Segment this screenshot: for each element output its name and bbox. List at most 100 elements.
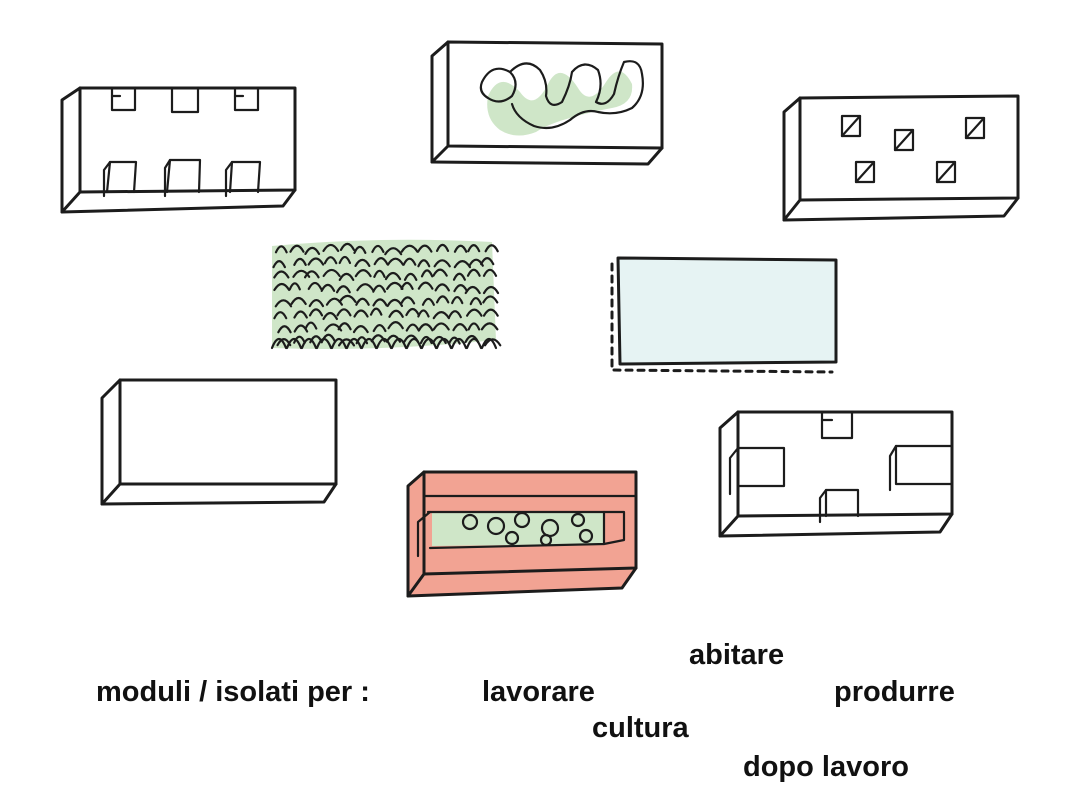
canopy-scribble <box>466 268 481 277</box>
canopy-scribble <box>323 256 338 265</box>
canopy-scribble <box>285 337 303 350</box>
canopy-scribble <box>289 244 305 253</box>
canopy-scribble <box>354 258 371 268</box>
canopy-scribble <box>373 257 389 266</box>
canopy-scribble <box>435 243 450 253</box>
canopy-scribble <box>322 243 340 253</box>
canopy-scribble <box>273 270 290 279</box>
canopy-scribble <box>353 245 367 254</box>
canopy-scribble <box>325 297 344 306</box>
module-window-block <box>782 94 1020 222</box>
modules-sketch <box>60 40 1020 598</box>
canopy-scribble <box>315 337 333 350</box>
canopy-scribble <box>467 322 481 331</box>
canopy-scribble <box>304 246 321 255</box>
canopy-scribble <box>420 337 438 350</box>
canopy-scribble <box>482 285 500 295</box>
canopy-scribble <box>338 272 355 281</box>
canopy-scribble <box>405 307 420 317</box>
canopy-scribble <box>293 324 309 333</box>
canopy-scribble <box>450 337 468 350</box>
canopy-scribble <box>431 335 447 345</box>
canopy-scribble <box>419 335 433 345</box>
canopy-scribble <box>355 297 370 306</box>
canopy-scribble <box>320 283 336 292</box>
canopy-scribble <box>371 244 385 254</box>
canopy-scribble <box>303 270 320 279</box>
canopy-scribble <box>293 335 306 344</box>
canopy-scribble <box>465 308 483 317</box>
canopy-scribble <box>339 242 356 251</box>
canopy-scribble <box>480 257 495 266</box>
canopy-scribble <box>405 323 420 332</box>
canopy-scribble <box>482 308 499 317</box>
canopy-scribble <box>353 309 369 318</box>
canopy-scribble <box>420 269 434 278</box>
canopy-scribble <box>293 310 308 319</box>
canopy-scribble <box>480 322 499 331</box>
canopy-scribble <box>338 255 352 265</box>
canopy-scribble <box>434 283 450 292</box>
canopy-scribble <box>464 285 481 295</box>
canopy-scribble <box>300 337 318 350</box>
module-courtyard-block <box>406 470 638 598</box>
canopy-scribble <box>335 285 351 294</box>
canopy-scribble <box>290 296 307 306</box>
canopy-scribble <box>469 297 483 306</box>
canopy-scribble <box>308 308 324 317</box>
canopy-scribble <box>338 294 357 303</box>
canopy-scribble <box>345 337 363 350</box>
canopy-scribble <box>483 338 502 347</box>
canopy-scribble <box>467 244 481 253</box>
canopy-scribble <box>292 269 311 278</box>
canopy-scribble <box>417 281 434 290</box>
canopy-scribble <box>375 337 393 350</box>
canopy-scribble <box>433 259 451 268</box>
canopy-scribble <box>304 321 318 330</box>
caption-cultura: cultura <box>592 712 689 744</box>
canopy-scribble <box>360 337 378 350</box>
canopy-scribble <box>400 281 414 290</box>
canopy-scribble <box>322 311 339 321</box>
canopy-scribble <box>307 281 323 291</box>
canopy-scribble <box>288 282 301 291</box>
canopy-scribble <box>274 245 288 254</box>
canopy-scribble <box>480 337 498 350</box>
canopy-scribble <box>307 257 325 266</box>
canopy-scribble <box>352 325 369 334</box>
canopy-scribble <box>330 337 348 350</box>
module-plain-block <box>100 378 338 506</box>
canopy-scribble <box>272 260 287 269</box>
canopy-scribble <box>354 269 372 278</box>
canopy-scribble <box>273 311 288 320</box>
module-castellated-block <box>60 86 297 214</box>
canopy-scribble <box>403 272 418 281</box>
module-garden-block <box>430 40 664 166</box>
canopy-scribble <box>417 323 434 332</box>
canopy-scribble <box>432 268 448 277</box>
canopy-scribble <box>387 321 404 330</box>
canopy-scribble <box>447 336 461 345</box>
caption-intro: moduli / isolati per : <box>96 676 370 708</box>
canopy-scribble <box>452 272 466 281</box>
canopy-scribble <box>373 269 386 278</box>
canopy-scribble <box>400 244 419 253</box>
canopy-scribble <box>432 311 450 320</box>
canopy-scribble <box>400 296 416 305</box>
canopy-scribble <box>277 325 292 334</box>
canopy-scribble <box>274 299 293 308</box>
module-tree-canopy <box>270 239 502 350</box>
canopy-scribble <box>372 284 387 293</box>
canopy-scribble <box>484 244 499 253</box>
canopy-scribble <box>482 268 498 277</box>
canopy-scribble <box>337 338 356 347</box>
canopy-scribble <box>270 337 288 350</box>
canopy-scribble <box>453 244 468 253</box>
caption-lavorare: lavorare <box>482 676 595 708</box>
canopy-scribble <box>388 309 404 318</box>
canopy-scribble <box>384 247 403 256</box>
canopy-scribble <box>369 307 383 316</box>
canopy-scribble <box>405 337 423 350</box>
canopy-scribble <box>435 295 450 304</box>
